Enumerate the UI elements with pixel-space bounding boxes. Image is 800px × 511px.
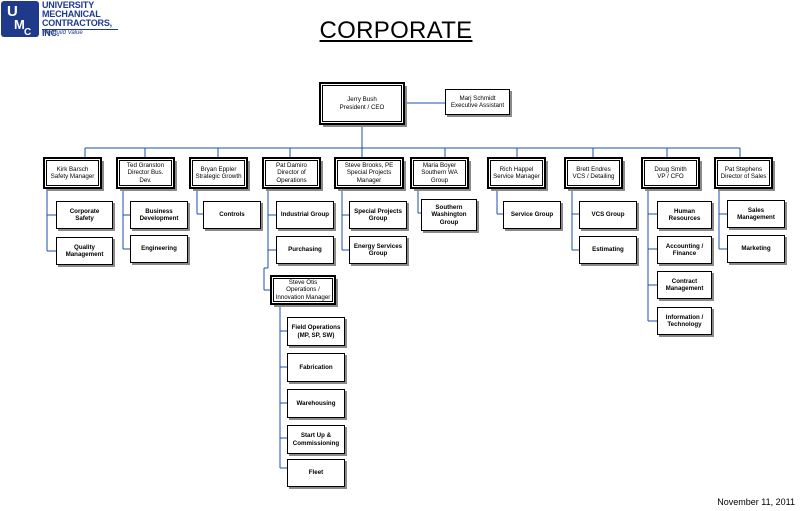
node-special-projects-group: Special Projects Group bbox=[349, 201, 407, 229]
node-ceo: Jerry Bush President / CEO bbox=[319, 82, 405, 125]
node-corporate-safety: Corporate Safety bbox=[56, 201, 113, 229]
node-fleet: Fleet bbox=[287, 459, 345, 487]
node-sales-management: Sales Management bbox=[727, 200, 785, 228]
node-vcs-group: VCS Group bbox=[579, 201, 637, 229]
node-quality-management: Quality Management bbox=[56, 237, 113, 265]
svg-text:M: M bbox=[14, 17, 25, 32]
node-rich-happel: Rich Happel Service Manager bbox=[487, 157, 546, 189]
company-name-line2: MECHANICAL bbox=[42, 9, 101, 19]
page-title: CORPORATE bbox=[319, 17, 473, 44]
company-name-line3: CONTRACTORS, INC. bbox=[42, 18, 112, 38]
umc-logo-mark: U M C bbox=[1, 1, 39, 37]
node-southern-washington-group: Southern Washington Group bbox=[421, 199, 477, 231]
company-logo: U M C UNIVERSITY MECHANICAL CONTRACTORS,… bbox=[0, 0, 130, 40]
logo-rule bbox=[42, 29, 118, 30]
node-maria-boyer: Maria Boyer Southern WA Group bbox=[410, 157, 469, 189]
node-warehousing: Warehousing bbox=[287, 389, 345, 418]
node-fabrication: Fabrication bbox=[287, 353, 345, 382]
node-purchasing: Purchasing bbox=[276, 236, 334, 264]
node-engineering: Engineering bbox=[130, 235, 188, 263]
company-tagline: We Build Value bbox=[42, 30, 83, 36]
node-executive-assistant: Marj Schmidt Executive Assistant bbox=[445, 89, 510, 115]
node-kirk-barsch: Kirk Barsch Safety Manager bbox=[43, 157, 102, 189]
document-date: November 11, 2011 bbox=[717, 497, 795, 507]
node-service-group: Service Group bbox=[503, 201, 561, 229]
node-industrial-group: Industrial Group bbox=[276, 201, 334, 229]
node-doug-smith: Doug Smith VP / CFO bbox=[641, 157, 700, 189]
node-start-up-commissioning: Start Up & Commissioning bbox=[287, 425, 345, 454]
node-steve-otis: Steve Otis Operations / Innovation Manag… bbox=[270, 275, 336, 305]
node-bryan-eppler: Bryan Eppler Strategic Growth bbox=[189, 157, 248, 189]
svg-text:U: U bbox=[7, 3, 18, 20]
node-pat-stephens: Pat Stephens Director of Sales bbox=[714, 157, 773, 189]
node-energy-services-group: Energy Services Group bbox=[349, 236, 407, 264]
node-marketing: Marketing bbox=[727, 235, 785, 263]
node-controls: Controls bbox=[203, 201, 261, 229]
node-brett-endres: Brett Endres VCS / Detailing bbox=[564, 157, 623, 189]
svg-text:C: C bbox=[24, 27, 31, 37]
company-name-line1: UNIVERSITY bbox=[42, 0, 95, 10]
node-steve-brooks: Steve Brooks, PE Special Projects Manage… bbox=[334, 157, 404, 189]
node-human-resources: Human Resources bbox=[657, 201, 712, 229]
node-estimating: Estimating bbox=[579, 236, 637, 264]
node-ted-granston: Ted Granston Director Bus. Dev. bbox=[116, 157, 175, 189]
node-accounting-finance: Accounting / Finance bbox=[657, 236, 712, 264]
node-business-development: Business Development bbox=[130, 201, 188, 229]
node-contract-management: Contract Management bbox=[657, 271, 712, 299]
node-pat-damiro: Pat Damiro Director of Operations bbox=[262, 157, 321, 189]
node-field-operations: Field Operations (MP, SP, SW) bbox=[287, 317, 345, 346]
node-information-technology: Information / Technology bbox=[657, 307, 712, 335]
